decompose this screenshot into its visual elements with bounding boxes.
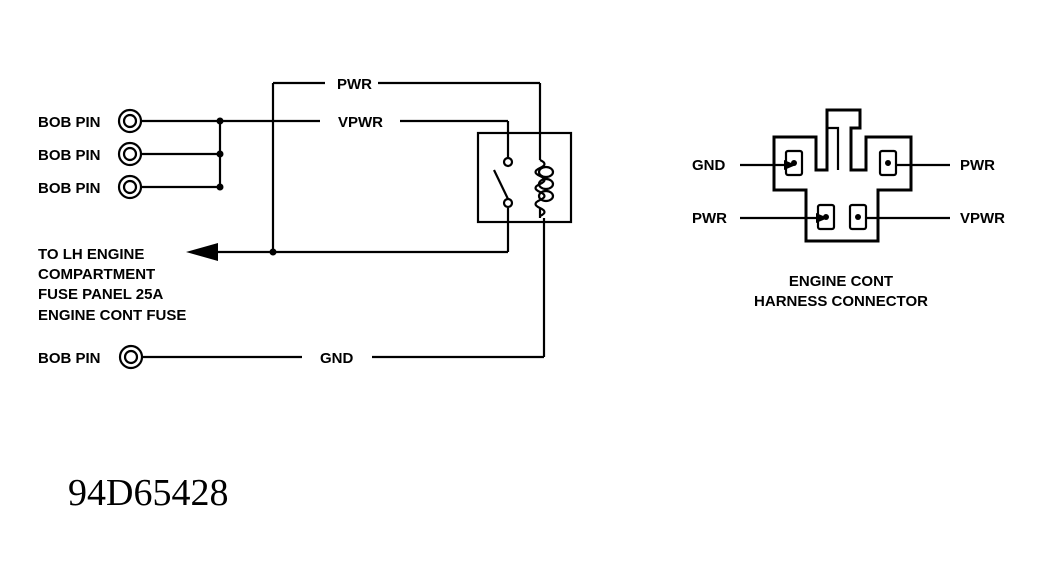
figure-id: 94D65428 [68,472,228,514]
arrow-right-icon [784,160,796,170]
fuse-feed-wire [186,208,510,261]
gnd-wire [142,218,546,359]
connector-pwr-left-label: PWR [692,210,727,227]
bob-pin-1-label: BOB PIN [38,114,101,131]
connector-gnd-label: GND [692,157,726,174]
arrow-left-icon [186,243,218,261]
fuse-label-line-3: FUSE PANEL 25A [38,286,163,303]
bob-pin-2-terminal [117,141,143,167]
connector-vpwr-label: VPWR [960,210,1005,227]
fuse-label-line-2: COMPARTMENT [38,266,155,283]
fuse-label-line-1: TO LH ENGINE [38,246,144,263]
bob-pin-4-terminal [118,344,144,370]
connector-leads [740,160,950,223]
gnd-wire-label: GND [320,350,354,367]
relay-symbol [476,131,573,224]
bob-pin-3-terminal [117,174,143,200]
vpwr-wire [220,119,510,158]
bob-pin-splice-wires [141,117,224,191]
connector-caption-line-2: HARNESS CONNECTOR [754,293,928,310]
pwr-wire [271,81,542,252]
bob-pin-3-label: BOB PIN [38,180,101,197]
fuse-label-line-4: ENGINE CONT FUSE [38,307,186,324]
arrow-right-icon [816,213,828,223]
harness-connector [772,108,913,243]
pwr-wire-label: PWR [337,76,372,93]
bob-pin-4-label: BOB PIN [38,350,101,367]
pwr-right-cavity [878,149,898,177]
vpwr-wire-label: VPWR [338,114,383,131]
connector-pwr-right-label: PWR [960,157,995,174]
connector-caption-line-1: ENGINE CONT [789,273,893,290]
bob-pin-1-terminal [117,108,143,134]
bob-pin-2-label: BOB PIN [38,147,101,164]
